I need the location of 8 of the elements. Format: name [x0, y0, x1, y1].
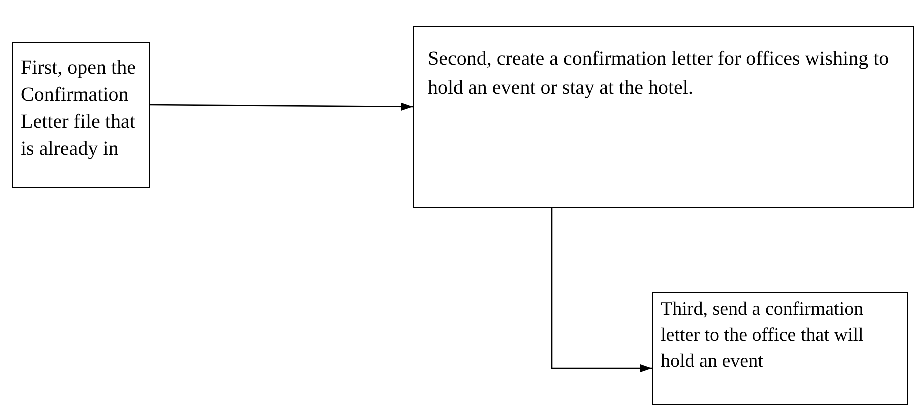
step-box: [12, 42, 150, 188]
step-box: [413, 26, 914, 208]
step-text: Third, send a confirmation letter to the office that will hold an event: [661, 298, 865, 374]
arrow: [150, 102, 413, 111]
step-text: First, open the Confirmation Letter file that is already in: [21, 56, 137, 162]
arrow: [551, 208, 652, 373]
step-text: Second, create a confirmation letter for offices wishing to hold an event or stay at the hotel.: [428, 47, 890, 101]
step-box: [652, 292, 908, 405]
